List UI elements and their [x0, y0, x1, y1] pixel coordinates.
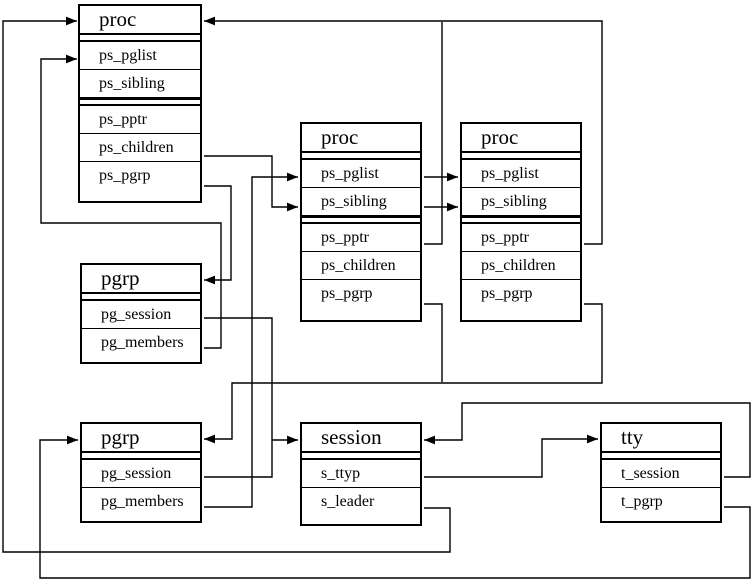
pointer-ps_pptr-child2-to-proc-parent — [204, 16, 603, 245]
field-ps_pptr: ps_pptr — [80, 106, 200, 134]
struct-pgrp-bottom: pgrp pg_session pg_members — [80, 422, 202, 523]
separator-band — [80, 35, 200, 42]
field-pg_members: pg_members — [101, 334, 184, 351]
pointer-pg_members-top-to-ps_pglist-parent — [40, 54, 222, 349]
field-s_leader: s_leader — [321, 493, 375, 510]
field-s_ttyp: s_ttyp — [302, 460, 420, 488]
pointer-ps_pgrp-parent-to-pgrp-top — [204, 185, 232, 285]
field-ps_sibling: ps_sibling — [80, 70, 200, 98]
field-ps_pptr: ps_pptr — [462, 224, 580, 252]
pointer-s_ttyp-to-tty — [424, 434, 598, 478]
field-ps_pglist: ps_pglist — [302, 160, 420, 188]
group-separator — [462, 216, 580, 224]
struct-title-pgrp: pgrp — [82, 424, 200, 453]
struct-title-proc: proc — [80, 6, 200, 35]
separator-band — [302, 153, 420, 160]
struct-title-proc: proc — [302, 124, 420, 153]
field-ps_children: ps_children — [462, 252, 580, 280]
field-ps_pgrp: ps_pgrp — [99, 167, 151, 184]
field-ps_pgrp: ps_pgrp — [321, 285, 373, 302]
field-ps_pglist: ps_pglist — [80, 42, 200, 70]
field-pg_session: pg_session — [82, 301, 200, 329]
field-ps_pptr: ps_pptr — [302, 224, 420, 252]
pointer-ps_pgrp-child2-to-pgrp-bottom — [204, 303, 603, 444]
struct-title-pgrp: pgrp — [82, 265, 200, 294]
group-separator — [302, 216, 420, 224]
pointer-s_leader-to-proc-parent — [2, 16, 451, 553]
field-t_session: t_session — [602, 460, 720, 488]
group-separator — [80, 98, 200, 106]
pointer-pg_session-shared-trunk — [204, 317, 273, 478]
struct-proc-child1: proc ps_pglist ps_sibling ps_pptr ps_chi… — [300, 122, 422, 322]
pointer-t_pgrp-to-pgrp-bottom — [39, 435, 751, 579]
field-pg_session: pg_session — [82, 460, 200, 488]
separator-band — [302, 453, 420, 460]
field-ps_pgrp: ps_pgrp — [481, 285, 533, 302]
struct-proc-parent: proc ps_pglist ps_sibling ps_pptr ps_chi… — [78, 4, 202, 203]
pointer-t_session-to-session — [424, 402, 751, 478]
separator-band — [602, 453, 720, 460]
struct-title-proc: proc — [462, 124, 580, 153]
field-ps_pglist: ps_pglist — [462, 160, 580, 188]
separator-band — [82, 294, 200, 301]
separator-band — [82, 453, 200, 460]
struct-title-tty: tty — [602, 424, 720, 453]
struct-tty: tty t_session t_pgrp — [600, 422, 722, 523]
struct-session: session s_ttyp s_leader — [300, 422, 422, 526]
field-ps_sibling: ps_sibling — [462, 188, 580, 216]
field-ps_children: ps_children — [302, 252, 420, 280]
field-pg_members: pg_members — [101, 493, 184, 510]
struct-title-session: session — [302, 424, 420, 453]
pointer-ps_pptr-child1-join — [424, 22, 443, 245]
separator-band — [462, 153, 580, 160]
field-t_pgrp: t_pgrp — [621, 493, 663, 510]
pointer-ps_children-to-ps_sibling-child1 — [204, 155, 298, 212]
struct-proc-child2: proc ps_pglist ps_sibling ps_pptr ps_chi… — [460, 122, 582, 322]
field-ps_children: ps_children — [80, 134, 200, 162]
pointer-pg_members-bottom-to-ps_pglist-child1 — [204, 172, 298, 508]
field-ps_sibling: ps_sibling — [302, 188, 420, 216]
pointer-ps_pgrp-child1-join — [424, 303, 443, 382]
struct-pgrp-top: pgrp pg_session pg_members — [80, 263, 202, 364]
